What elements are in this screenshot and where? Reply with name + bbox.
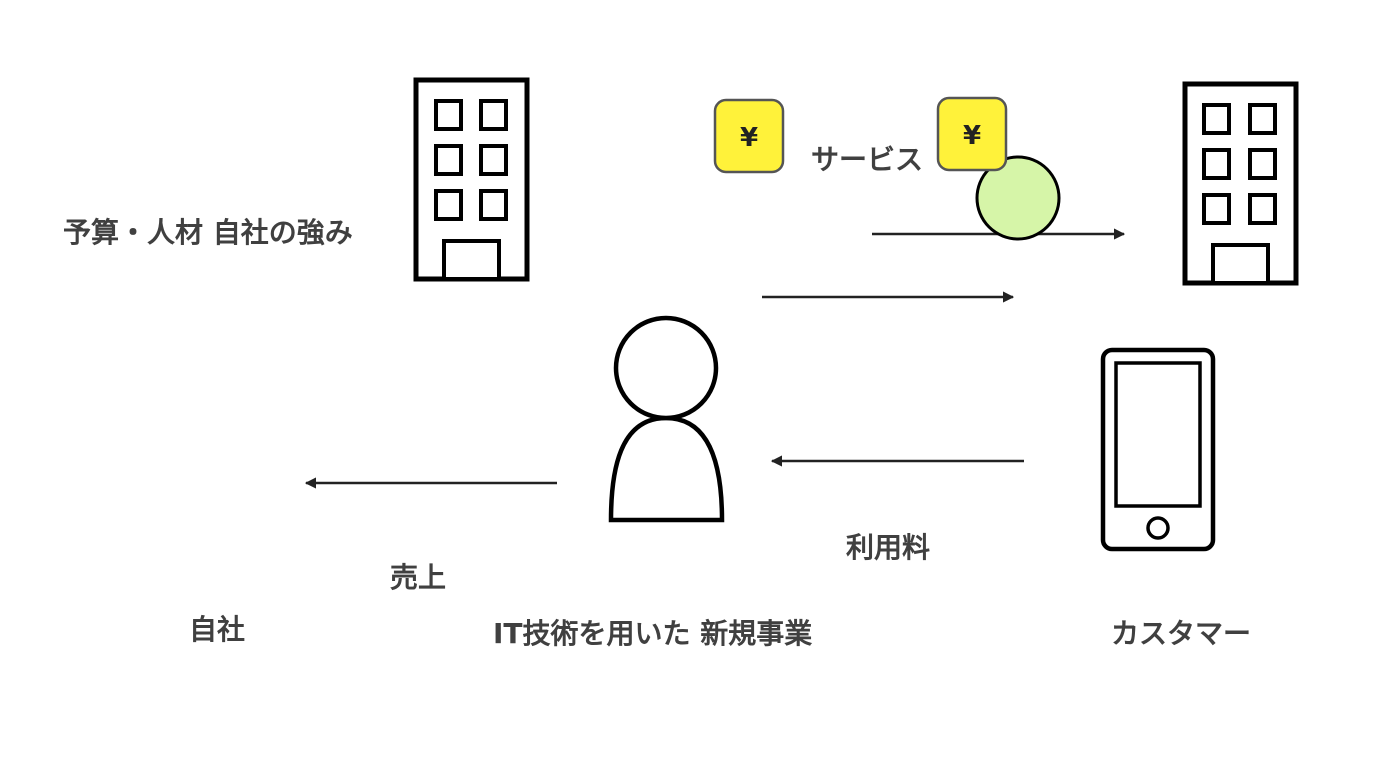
resources-label: 予算・人材 自社の強み [63,216,353,249]
sales-label: 売上 [390,561,447,594]
service-label: サービス [811,143,924,176]
person-icon [608,315,725,523]
own-company-label: 自社 [189,613,246,646]
service-circle-icon [975,155,1061,241]
new-business-label: IT技術を用いた 新規事業 [493,617,813,650]
usage-fee-label: 利用料 [846,531,931,564]
customer-building-icon [1182,81,1299,286]
yen-coin-icon: ¥ [713,98,785,174]
svg-text:¥: ¥ [963,121,981,151]
svg-text:¥: ¥ [740,123,758,153]
customer-label: カスタマー [1111,617,1252,650]
own-company-building-icon [413,77,530,282]
smartphone-icon [1100,347,1216,552]
yen-coin-icon: ¥ [936,96,1008,172]
